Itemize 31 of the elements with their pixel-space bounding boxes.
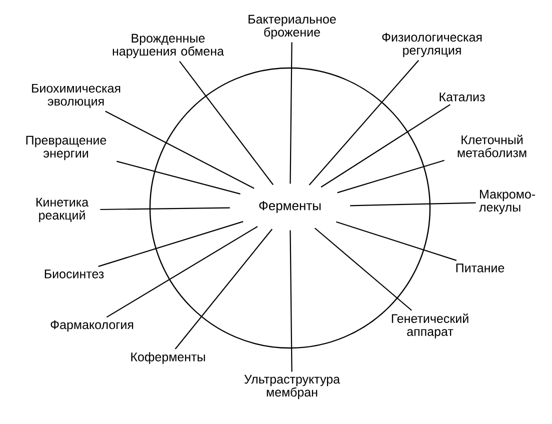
topic-label: Ультраструктура мембран <box>244 374 340 400</box>
spoke-line <box>337 160 444 194</box>
spoke-line <box>290 42 292 184</box>
topic-label: Бактериальное брожение <box>248 14 336 40</box>
spoke-line <box>350 202 476 206</box>
topic-label: Коферменты <box>131 352 205 364</box>
topic-label: Врожденные нарушения обмена <box>112 34 224 58</box>
spoke-line <box>290 230 292 372</box>
spoke-line <box>105 110 254 189</box>
topic-label: Кинетика реакций <box>36 198 89 222</box>
topic-label: Превращение энергии <box>26 136 106 160</box>
topic-label: Питание <box>456 264 504 272</box>
spoke-line <box>100 207 230 210</box>
topic-label: Макромо- лекулы <box>479 190 536 214</box>
topic-label: Биохимическая эволюция <box>32 84 120 108</box>
topic-label: Генетический аппарат <box>392 314 468 338</box>
topic-label: Фармакология <box>50 320 134 332</box>
spoke-line <box>308 60 419 186</box>
spoke-line <box>336 221 457 261</box>
spoke-line <box>174 228 273 350</box>
center-label: Ферменты <box>259 201 321 213</box>
spoke-line <box>314 228 412 311</box>
spoke-line <box>320 104 450 188</box>
spoke-line <box>179 60 274 186</box>
spoke-line <box>116 160 240 194</box>
topic-label: Биосинтез <box>44 270 104 278</box>
topic-label: Физиологическая регуляция <box>382 32 482 58</box>
spoke-line <box>98 221 244 267</box>
spoke-line <box>106 226 258 318</box>
topic-label: Клеточный метаболизм <box>458 134 526 158</box>
topic-label: Катализ <box>440 92 485 102</box>
